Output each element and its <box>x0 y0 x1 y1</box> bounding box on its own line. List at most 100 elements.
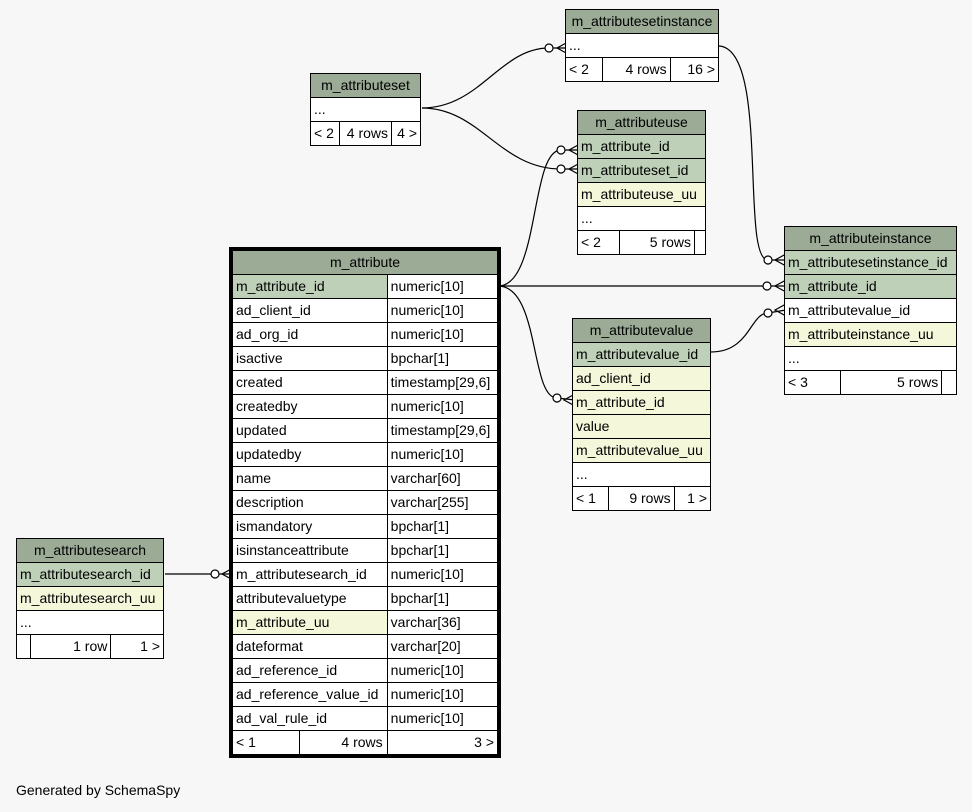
column-name[interactable]: m_attributevalue_uu <box>572 438 711 463</box>
children-link[interactable]: 16 > <box>669 57 720 82</box>
parents-link[interactable]: < 2 <box>577 230 620 255</box>
table-name[interactable]: m_attribute <box>232 250 498 275</box>
column-name[interactable]: isinstanceattribute <box>232 538 388 563</box>
column-row: ... <box>565 33 719 58</box>
column-type: numeric[10] <box>386 322 499 347</box>
table-name[interactable]: m_attributeuse <box>577 110 706 135</box>
column-name[interactable]: description <box>232 490 388 515</box>
children-link[interactable]: 4 > <box>391 121 421 146</box>
column-name[interactable]: m_attributeset_id <box>577 158 706 183</box>
parents-link[interactable]: < 1 <box>233 731 300 754</box>
table-name[interactable]: m_attributeinstance <box>784 226 957 251</box>
row-count: 1 row <box>29 634 112 659</box>
column-name[interactable]: created <box>232 370 388 395</box>
edge-attribute-to-attributevalue <box>497 285 576 401</box>
column-name[interactable]: value <box>572 414 711 439</box>
parents-link[interactable]: < 2 <box>564 57 604 82</box>
column-name[interactable]: isactive <box>232 346 388 371</box>
column-name[interactable]: ... <box>565 33 719 58</box>
column-type: numeric[10] <box>386 394 499 419</box>
children-link[interactable]: 3 > <box>386 730 499 755</box>
column-type: numeric[10] <box>386 682 499 707</box>
crowfoot-marker <box>555 41 569 55</box>
column-type: timestamp[29,6] <box>386 418 499 443</box>
table-header-row: m_attributeset <box>310 73 421 98</box>
table-header-row: m_attributesetinstance <box>565 9 719 34</box>
column-type: timestamp[29,6] <box>386 370 499 395</box>
column-name[interactable]: name <box>232 466 388 491</box>
column-name[interactable]: m_attributesearch_uu <box>16 586 164 611</box>
column-type: bpchar[1] <box>386 586 499 611</box>
column-row: m_attributevalue_id <box>572 342 711 367</box>
parents-link[interactable]: < 1 <box>571 486 610 511</box>
column-name[interactable]: ad_org_id <box>232 322 388 347</box>
column-name[interactable]: ismandatory <box>232 514 388 539</box>
parents-link[interactable]: < 2 <box>310 121 340 146</box>
column-name[interactable]: ad_client_id <box>572 366 711 391</box>
column-name[interactable]: m_attribute_id <box>784 274 957 299</box>
column-name[interactable]: m_attributeuse_uu <box>577 182 706 207</box>
table-name[interactable]: m_attributesearch <box>16 538 164 563</box>
column-name[interactable]: m_attributevalue_id <box>784 298 957 323</box>
column-row: ... <box>16 610 164 635</box>
column-name[interactable]: m_attributesearch_id <box>16 562 164 587</box>
column-name[interactable]: m_attributesearch_id <box>232 562 388 587</box>
table-name[interactable]: m_attributeset <box>310 73 421 98</box>
column-name[interactable]: ad_val_rule_id <box>232 706 388 731</box>
column-row: m_attributevalue_id <box>784 298 957 323</box>
table-name[interactable]: m_attributesetinstance <box>565 9 719 34</box>
parents-link[interactable] <box>16 634 31 659</box>
children-link[interactable]: 1 > <box>673 486 712 511</box>
column-name[interactable]: m_attributesetinstance_id <box>784 250 957 275</box>
column-name[interactable]: ad_reference_value_id <box>232 682 388 707</box>
column-type: varchar[36] <box>386 610 499 635</box>
column-name[interactable]: m_attribute_id <box>577 134 706 159</box>
children-link[interactable] <box>941 370 957 395</box>
column-name[interactable]: m_attributevalue_id <box>572 342 711 367</box>
children-link[interactable]: 1 > <box>110 634 164 659</box>
column-name[interactable]: ... <box>784 346 957 371</box>
column-name[interactable]: ad_client_id <box>232 298 388 323</box>
zero-many-marker <box>556 145 566 155</box>
column-name[interactable]: ... <box>577 206 706 231</box>
column-name[interactable]: ... <box>572 462 711 487</box>
edge-attributeset-to-attributeuse <box>421 107 580 170</box>
column-name[interactable]: updated <box>232 418 388 443</box>
column-row: ad_client_id <box>572 366 711 391</box>
column-name[interactable]: m_attribute_uu <box>232 610 388 635</box>
column-name[interactable]: ... <box>16 610 164 635</box>
column-type: numeric[10] <box>386 658 499 683</box>
column-name[interactable]: ad_reference_id <box>232 658 388 683</box>
column-name[interactable]: updatedby <box>232 442 388 467</box>
column-name[interactable]: dateformat <box>232 634 388 659</box>
column-type: bpchar[1] <box>386 346 499 371</box>
column-row: m_attributevalue_uu <box>572 438 711 463</box>
column-name[interactable]: createdby <box>232 394 388 419</box>
children-link[interactable] <box>694 230 706 255</box>
column-name[interactable]: m_attribute_id <box>232 274 388 299</box>
column-name[interactable]: attributevaluetype <box>232 586 388 611</box>
column-row: m_attribute_id <box>577 134 706 159</box>
edge-attributesetinstance-to-attributeinstance <box>717 45 786 261</box>
parents-link[interactable]: < 3 <box>783 370 842 395</box>
table-name[interactable]: m_attributevalue <box>572 318 711 343</box>
column-type: numeric[10] <box>386 274 499 299</box>
column-name[interactable]: m_attributeinstance_uu <box>784 322 957 347</box>
column-type: varchar[255] <box>386 490 499 515</box>
column-name[interactable]: m_attribute_id <box>572 390 711 415</box>
column-name[interactable]: ... <box>310 97 421 122</box>
